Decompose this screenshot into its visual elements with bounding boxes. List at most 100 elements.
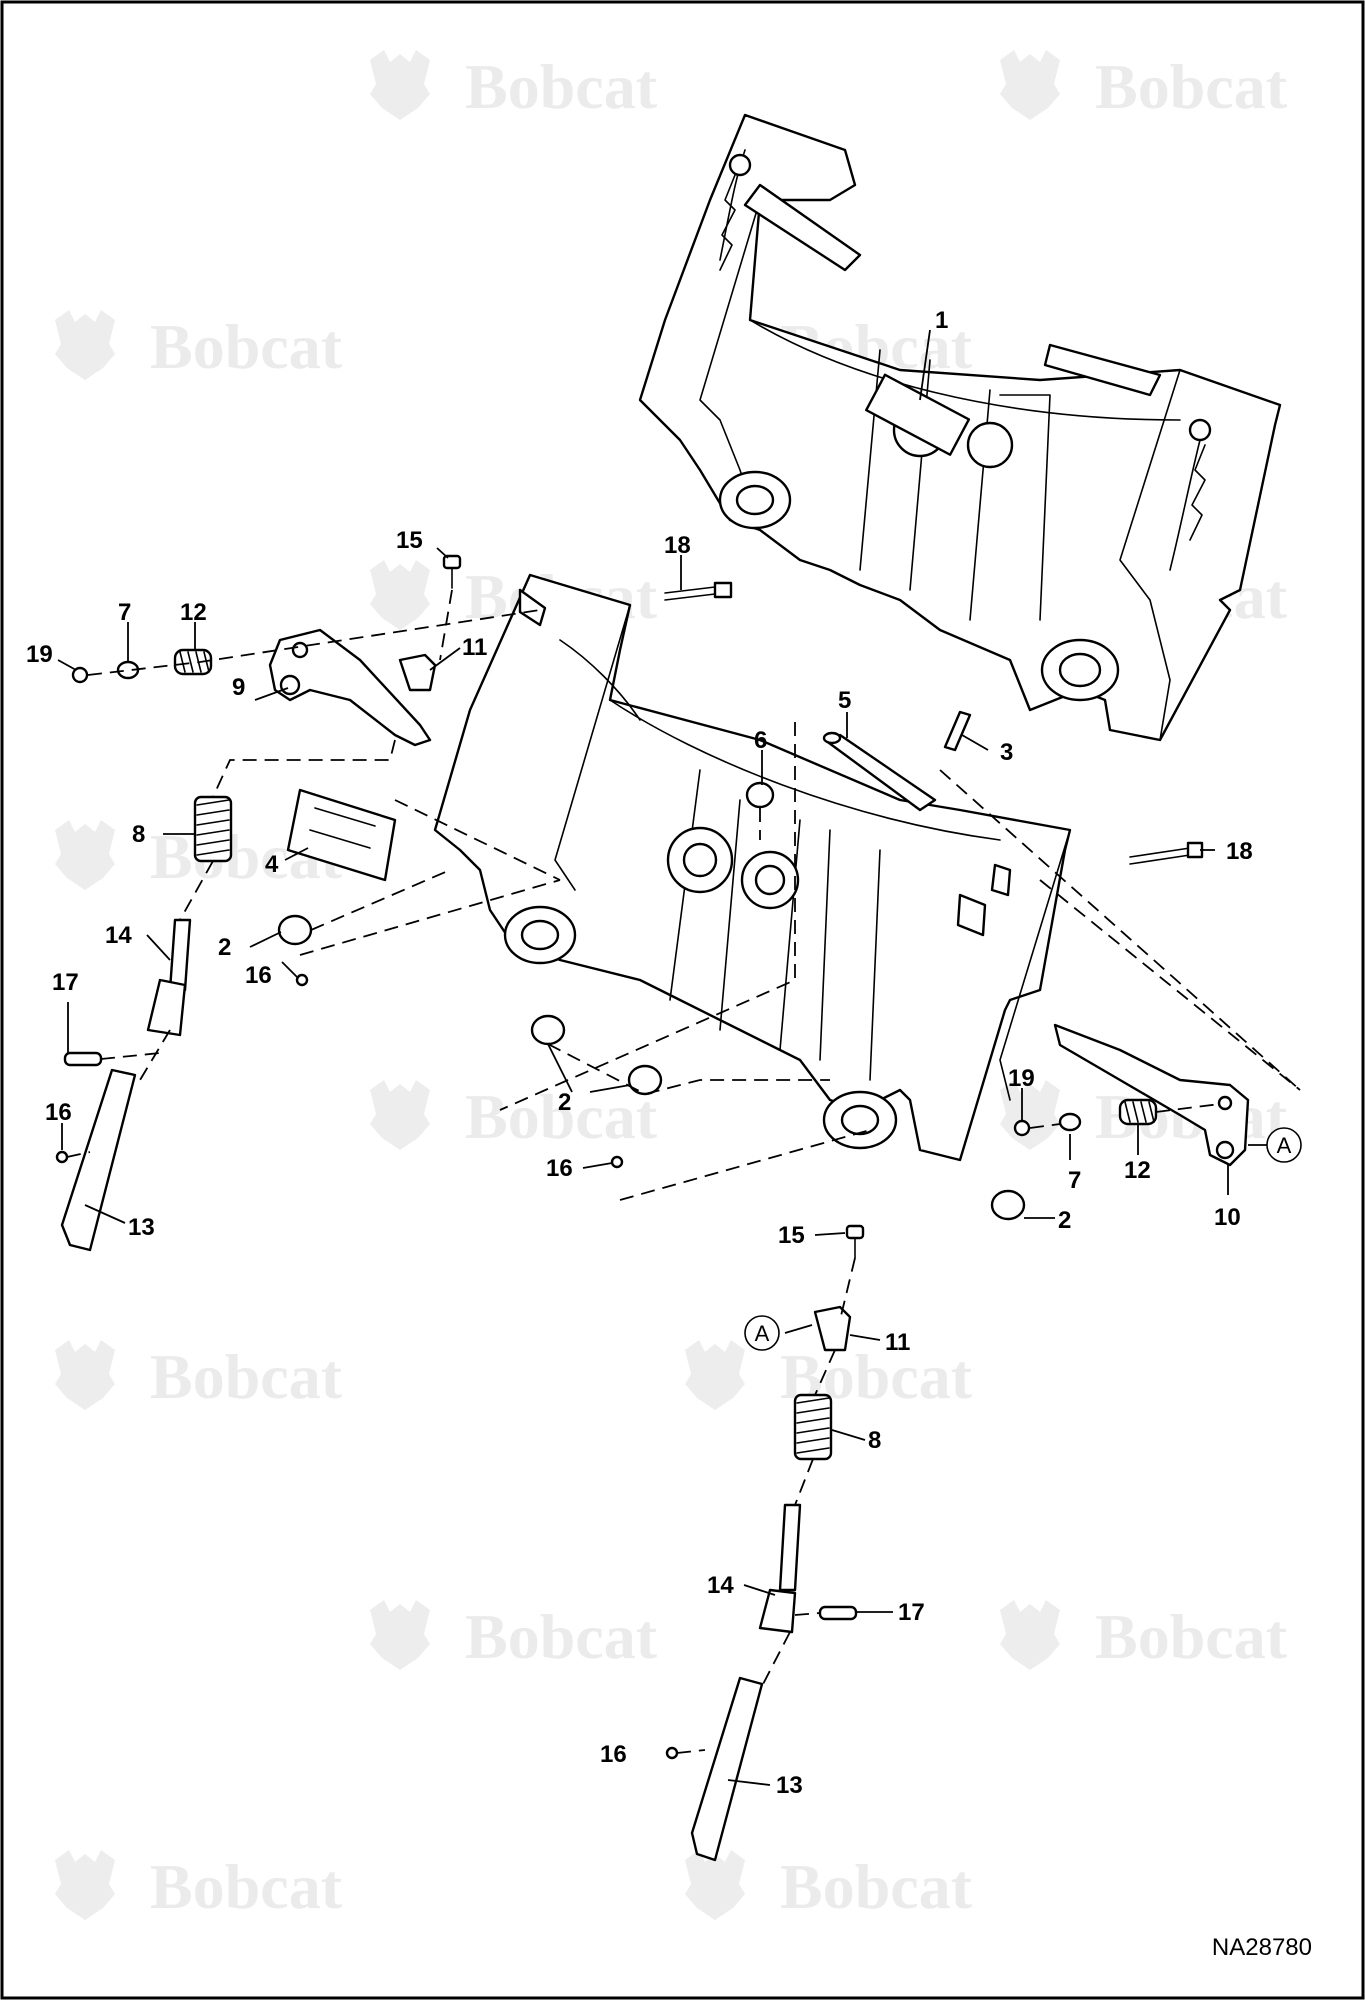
svg-text:Bobcat: Bobcat (1095, 51, 1288, 122)
watermark: Bobcat (370, 1080, 658, 1152)
main-frame (433, 573, 1072, 1162)
callout-8: 8 (868, 1427, 881, 1454)
callout-18: 18 (664, 532, 691, 559)
part-2-ring (627, 1064, 663, 1096)
explode-lines (66, 589, 1301, 1754)
svg-text:Bobcat: Bobcat (150, 311, 343, 382)
callout-14: 14 (707, 1572, 734, 1599)
bobcat-logo-icon (55, 1850, 115, 1920)
leader-lines (57, 329, 1268, 1786)
bobcat-logo-icon (55, 820, 115, 890)
callout-16: 16 (600, 1741, 627, 1768)
reference-marker-a: A (1266, 1127, 1302, 1163)
part-11-block (398, 653, 437, 692)
part-4-plate (286, 788, 397, 882)
part-14-shaft (146, 918, 192, 1037)
part-16-screw (55, 1150, 69, 1164)
callout-2: 2 (558, 1089, 571, 1116)
callout-10: 10 (1214, 1204, 1241, 1231)
part-15-bolt (845, 1224, 865, 1259)
callout-9: 9 (232, 674, 245, 701)
callout-11: 11 (885, 1329, 910, 1356)
part-16-screw (610, 1155, 624, 1169)
bobcat-logo-icon (685, 1340, 745, 1410)
bobcat-logo-icon (370, 1600, 430, 1670)
bobcat-logo-icon (1000, 1600, 1060, 1670)
callout-15: 15 (396, 527, 423, 554)
part-13-rod (60, 1068, 137, 1252)
watermark: Bobcat (1000, 1600, 1288, 1672)
part-12-spring (173, 648, 213, 676)
part-18-bolt (1129, 841, 1204, 865)
watermark: Bobcat (370, 1600, 658, 1672)
callout-17: 17 (898, 1599, 925, 1626)
watermark: Bobcat (370, 50, 658, 122)
part-2-ring (530, 1014, 566, 1046)
bobcat-logo-icon (55, 310, 115, 380)
bobcat-logo-icon (1000, 50, 1060, 120)
part-7-washer (1058, 1112, 1082, 1132)
watermark: Bobcat (55, 1850, 343, 1922)
callout-12: 12 (180, 599, 207, 626)
lever-hole (279, 674, 301, 696)
lever-hole (1215, 1140, 1235, 1160)
watermark: Bobcat (1000, 50, 1288, 122)
callout-3: 3 (1000, 739, 1013, 766)
watermark: Bobcat (55, 310, 343, 382)
part-19-nut (1013, 1119, 1031, 1137)
part-11-block (813, 1305, 852, 1352)
callout-13: 13 (776, 1772, 803, 1799)
svg-text:Bobcat: Bobcat (780, 1851, 973, 1922)
callout-8: 8 (132, 821, 145, 848)
part-16-screw (295, 973, 309, 987)
part-14-shaft (758, 1503, 802, 1634)
callout-1: 1 (935, 307, 948, 334)
part-17-pin (63, 1051, 103, 1067)
svg-text:Bobcat: Bobcat (465, 1081, 658, 1152)
callout-11: 11 (462, 634, 487, 661)
callout-16: 16 (546, 1155, 573, 1182)
callout-12: 12 (1124, 1157, 1151, 1184)
callout-4: 4 (265, 851, 279, 878)
part-6-ring (745, 781, 775, 809)
lever-hole (291, 641, 309, 659)
bobcat-logo-icon (55, 1340, 115, 1410)
drawing-number: NA28780 (1212, 1934, 1312, 1961)
callout-2: 2 (1058, 1207, 1071, 1234)
part-19-nut (71, 666, 89, 684)
callout-5: 5 (838, 687, 851, 714)
part-2-ring (990, 1189, 1026, 1221)
reference-marker-a: A (744, 1315, 780, 1351)
callout-6: 6 (754, 727, 767, 754)
part-13-rod (690, 1676, 764, 1862)
callout-16: 16 (245, 962, 272, 989)
svg-text:Bobcat: Bobcat (150, 1851, 343, 1922)
part-12-spring (1118, 1098, 1158, 1126)
part-3-roll-pin (943, 710, 972, 752)
callout-17: 17 (52, 969, 79, 996)
callout-7: 7 (118, 599, 131, 626)
svg-text:A: A (1277, 1133, 1292, 1158)
lever-hole (1217, 1095, 1233, 1111)
part-17-pin (818, 1605, 858, 1621)
part-16-screw (665, 1746, 679, 1760)
part-10-lever (1053, 1023, 1250, 1167)
watermark: Bobcat (55, 1340, 343, 1412)
part-8-spring (193, 795, 233, 863)
callout-15: 15 (778, 1222, 805, 1249)
svg-text:Bobcat: Bobcat (150, 1341, 343, 1412)
svg-text:Bobcat: Bobcat (465, 51, 658, 122)
callout-labels: 1 15 18 19 7 12 11 9 5 3 6 8 18 4 2 14 1… (26, 307, 1253, 1799)
callout-13: 13 (128, 1214, 155, 1241)
callout-14: 14 (105, 922, 132, 949)
bobcat-logo-icon (370, 50, 430, 120)
watermark: Bobcat (685, 1850, 973, 1922)
callout-19: 19 (1008, 1065, 1035, 1092)
part-9-lever (268, 628, 432, 747)
callout-18: 18 (1226, 838, 1253, 865)
svg-text:Bobcat: Bobcat (1095, 1601, 1288, 1672)
svg-text:A: A (755, 1321, 770, 1346)
part-18-bolt (664, 581, 733, 601)
